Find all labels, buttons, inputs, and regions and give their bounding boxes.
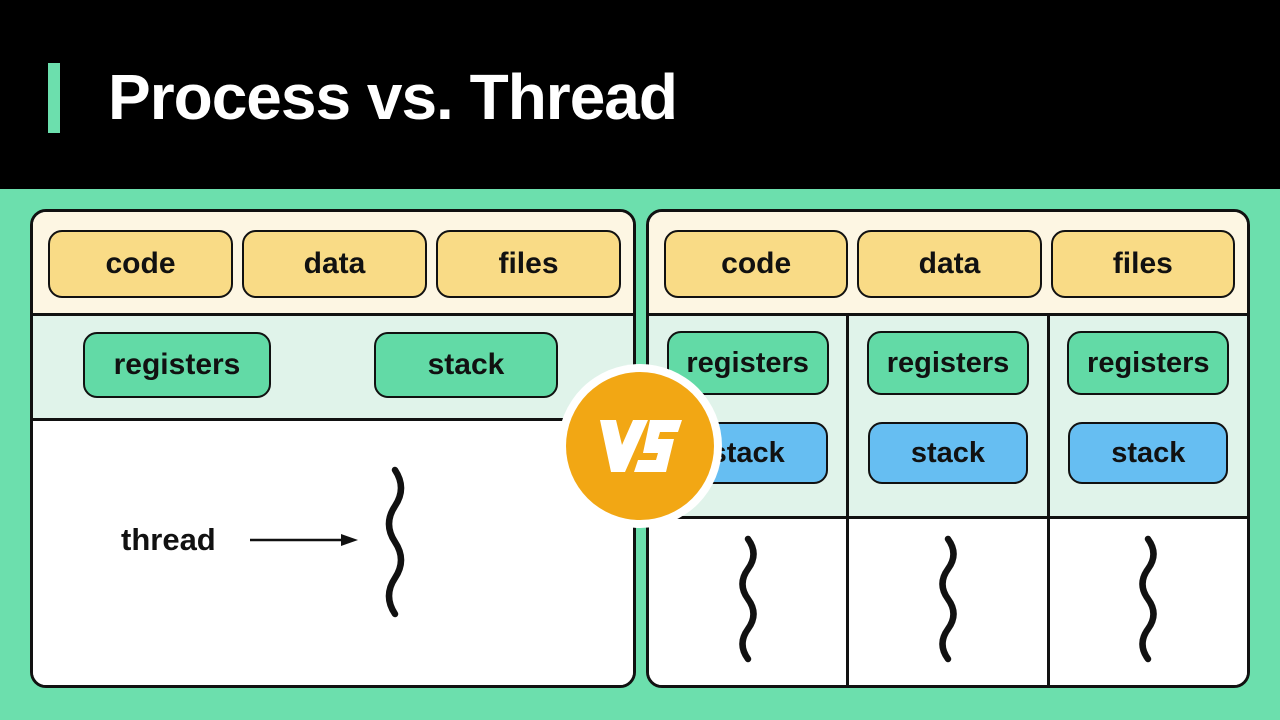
left-registers-box: registers: [83, 332, 271, 398]
thread3-stack-box: stack: [1068, 422, 1229, 484]
thread1-flow-cell: [649, 519, 847, 685]
left-files-box: files: [436, 230, 621, 298]
thread2-stack-box: stack: [867, 422, 1028, 484]
right-resources-row: code data files: [649, 212, 1247, 316]
left-context-row: registers stack: [33, 316, 633, 421]
thread-column-3: registers stack: [1046, 316, 1247, 685]
single-threaded-process-panel: code data files registers stack thread: [30, 209, 636, 688]
right-files-box: files: [1050, 230, 1235, 298]
thread2-registers-box: registers: [866, 331, 1029, 395]
thread-column-2: registers stack: [846, 316, 1047, 685]
thread2-flow-cell: [849, 519, 1047, 685]
page-title: Process vs. Thread: [108, 61, 678, 133]
thread2-context-cell: registers stack: [849, 316, 1047, 519]
thread3-squiggle-icon: [1139, 535, 1158, 663]
title-accent-bar: [48, 63, 60, 133]
left-resources-row: code data files: [33, 212, 633, 316]
vs-badge: [558, 364, 722, 528]
right-code-box: code: [664, 230, 849, 298]
thread-arrow-icon: [250, 534, 358, 546]
thread3-flow-cell: [1049, 519, 1247, 685]
right-thread-columns: registers stack registers stack: [649, 316, 1247, 685]
thread1-squiggle-icon: [738, 535, 757, 663]
left-thread-row: thread: [33, 421, 633, 685]
left-data-box: data: [242, 230, 427, 298]
thread3-context-cell: registers stack: [1049, 316, 1247, 519]
right-data-box: data: [857, 230, 1042, 298]
thread3-registers-box: registers: [1067, 331, 1230, 395]
header-bar: Process vs. Thread: [0, 0, 1280, 189]
thread-squiggle-icon: [385, 466, 405, 618]
thread2-squiggle-icon: [939, 535, 957, 663]
multi-threaded-process-panel: code data files registers stack register…: [646, 209, 1250, 688]
left-stack-box: stack: [374, 332, 558, 398]
thread-label: thread: [121, 522, 216, 557]
left-code-box: code: [48, 230, 233, 298]
vs-icon: [566, 372, 714, 520]
